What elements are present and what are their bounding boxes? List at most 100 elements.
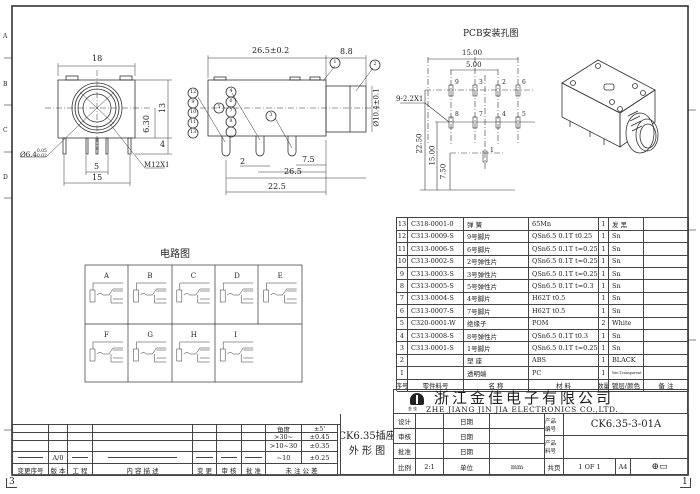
revision-header-cell: 批 准 [242,464,266,476]
part-balloon: 11 [190,119,197,125]
tolerance-cell: ±0.45 [302,433,338,441]
pcb-pin-label: 6 [522,79,526,86]
parts-cell: QSn6.5 0.1T t=0.25 [529,342,599,355]
revision-header-cell: 版 本 [49,464,68,476]
tolerance-cell: ±0.25 [302,452,338,464]
label-date: 日期 [444,414,490,429]
projection-symbol-icon: ⊕▭ [631,459,689,475]
zone-label: B [3,81,8,88]
revision-cell [68,441,93,452]
circuit-symbol [89,341,123,363]
parts-cell [408,366,464,380]
pcb-pin-label: 3 [479,79,483,86]
parts-cell: 1 [397,366,408,380]
parts-cell: QSn6.5 0.1T t=0.25 [529,255,599,269]
parts-cell: Sn [609,255,644,269]
pcb-pin-label: 9 [455,79,459,86]
revision-cell [193,433,217,441]
tb-unit-label: 单位 [444,459,490,475]
parts-cell: C313-0002-S [408,255,464,269]
part-balloon: 9 [191,99,195,105]
parts-cell: H62T t0.5 [529,292,599,306]
parts-cell: 4号脚片 [464,292,529,306]
drawing-title-line2: 外 形 图 [348,446,386,457]
parts-cell: 1 [599,342,609,355]
parts-cell: C318-0001-0 [408,218,464,231]
parts-cell: 8号弹性片 [464,329,529,343]
revision-cell [217,452,242,464]
revision-header-cell: 内 容 描 述 [93,464,193,476]
dim-length: 26.5±0.2 [252,46,290,55]
circuit-symbol [176,282,210,304]
parts-cell: 1 [599,267,609,281]
parts-cell: QSn6.5 0.1T t=0.25 [529,267,599,281]
part-balloon: 13 [190,129,197,135]
parts-cell: C313-0004-S [408,292,464,306]
pcb-span1: 15.00 [462,49,483,57]
parts-cell [644,292,689,306]
revision-cell [12,441,49,452]
parts-cell: QSn6.5 0.1T t0.3 [529,329,599,343]
part-balloon: 12 [190,89,197,95]
parts-cell: PC [529,366,599,380]
parts-cell: 6号脚片 [464,242,529,256]
parts-cell: 13 [397,218,408,231]
parts-cell: 1 [599,354,609,368]
field-date [490,444,545,459]
pcb-pin-label: 2 [502,79,506,86]
sheet-marker-left: 3 [6,478,17,488]
revision-cell [93,452,193,464]
circuit-symbol [133,341,167,363]
parts-cell: 发 黑 [609,218,644,231]
parts-cell: 绝缘子 [464,317,529,331]
parts-cell: Sn [609,267,644,281]
tb-size: A4 [616,459,631,475]
revision-cell [12,425,49,433]
parts-header-cell: 镀层/颜色 [609,379,644,393]
parts-cell [644,230,689,244]
parts-cell: 65Mn [529,218,599,231]
dim-pin-width: 2 [240,157,246,166]
parts-cell: QSn6.5 0.1T t=0.25 [529,242,599,256]
parts-header-cell: 数量 [599,379,609,393]
circuit-cell-label: H [190,331,197,339]
parts-cell: QSn6.5 0.1T t0.25 [529,230,599,244]
revision-cell [217,433,242,441]
parts-cell: 1 [599,218,609,231]
parts-cell: 1 [599,230,609,244]
part-balloon: 2 [373,61,377,67]
sheet-marker-right: 1 [680,478,691,488]
product-number: CK6.35-3-01A [564,414,689,436]
label-part-no: 产品 料号 [545,436,564,459]
parts-cell: 8 [397,280,408,293]
parts-cell: Sn [609,230,644,244]
parts-cell [644,218,689,231]
parts-cell: 7号脚片 [464,304,529,318]
revision-cell [49,425,68,433]
part-balloon: 3 [269,112,273,118]
parts-cell: 11 [397,242,408,256]
tb-sheet: 1 OF 1 [564,459,616,475]
pcb-hole-spec: 9-2.2X1 [396,95,424,103]
circuit-symbol [219,282,254,304]
company-name-cn: 浙江金佳电子有限公司 [434,389,615,407]
label-product-no: 产品 编号 [545,414,564,436]
parts-cell: White [609,317,644,331]
tolerance-cell: ±5' [302,425,338,433]
parts-cell: 1 [599,304,609,318]
field-design [416,414,444,429]
field-part-no [564,436,689,459]
revision-cell [193,425,217,433]
pcb-v2: 15.00 [428,145,437,166]
tb-unit: mm [490,459,545,475]
revision-cell: A/0 [49,452,68,464]
parts-cell: C313-0003-S [408,267,464,281]
dim-width: 18 [92,54,103,63]
parts-cell: Sn [609,329,644,343]
dim-d2: 26.5 [284,167,302,176]
zone-label: D [3,174,8,181]
parts-cell: 9号脚片 [464,230,529,244]
